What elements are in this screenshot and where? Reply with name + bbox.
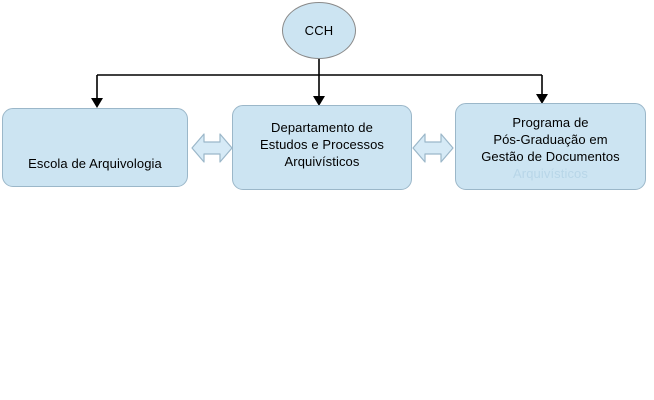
node-departamento-estudos-processos-arquivisticos[interactable]: Departamento de Estudos e Processos Arqu… [232, 105, 412, 190]
node-cch[interactable]: CCH [282, 2, 356, 59]
arrowhead-escola [91, 98, 103, 108]
bidirectional-arrow-escola-departamento [191, 133, 233, 163]
node-cch-label: CCH [304, 23, 334, 38]
node-escola-de-arquivologia[interactable]: Escola de Arquivologia [2, 108, 188, 187]
node-programa-pos-graduacao-gestao-documentos[interactable]: Programa de Pós-Graduação em Gestão de D… [455, 103, 646, 190]
node-programa-label: Programa de Pós-Graduação em Gestão de D… [481, 115, 620, 164]
node-programa-label-overflow: Arquivísticos [513, 166, 588, 181]
node-escola-label: Escola de Arquivologia [28, 156, 162, 171]
bidirectional-arrow-departamento-programa [412, 133, 454, 163]
node-departamento-label: Departamento de Estudos e Processos Arqu… [259, 120, 385, 169]
